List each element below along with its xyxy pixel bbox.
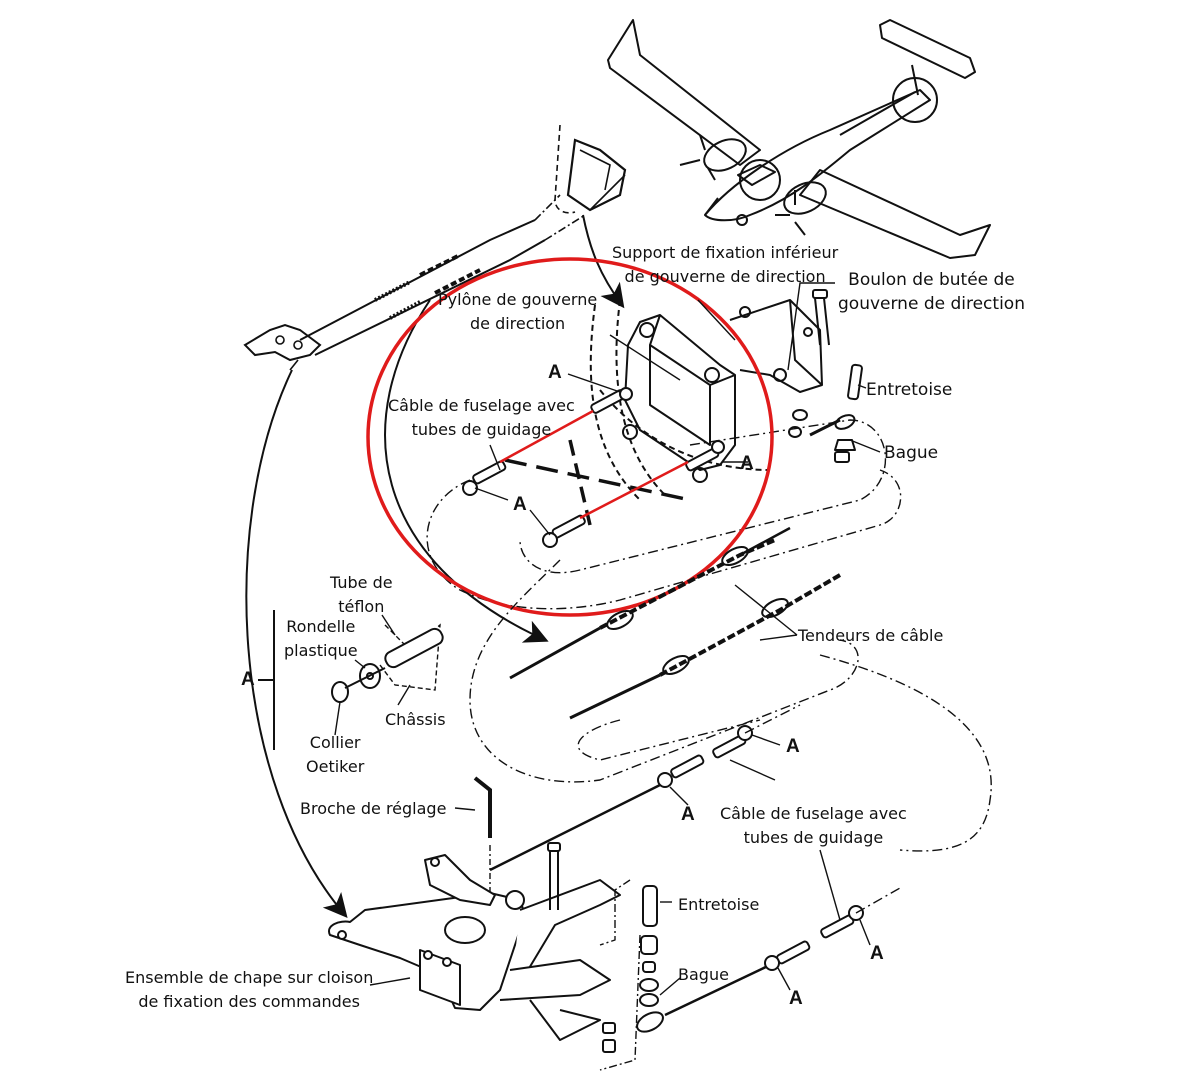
label-bague-bottom: Bague [678, 965, 729, 984]
callout-a: A [513, 494, 527, 515]
highlight-circle [366, 257, 774, 617]
callout-a: A [870, 943, 884, 964]
label-line: plastique [284, 641, 358, 660]
label-boulon-butee: Boulon de butée de gouverne de direction [838, 268, 1025, 316]
callout-a: A [681, 804, 695, 825]
label-line: Collier [309, 733, 361, 752]
callout-a: A [789, 988, 803, 1009]
label-tube-teflon: Tube de téflon [330, 571, 393, 619]
label-pylone: Pylône de gouverne de direction [438, 288, 597, 336]
guide-tubes-bottom [489, 704, 901, 1033]
label-line: Câble de fuselage avec [720, 804, 907, 823]
teflon-detail [258, 610, 444, 750]
label-bague-top: Bague [884, 443, 939, 463]
label-ensemble-chape: Ensemble de chape sur cloison de fixatio… [125, 966, 373, 1014]
label-line: gouverne de direction [838, 294, 1025, 314]
label-chassis: Châssis [385, 710, 446, 729]
leader-lines [334, 282, 881, 996]
label-cable-fuselage-bottom: Câble de fuselage avec tubes de guidage [720, 802, 907, 850]
label-line: Ensemble de chape sur cloison [125, 968, 374, 987]
label-line: Oetiker [306, 757, 365, 776]
label-rondelle: Rondelle plastique [284, 615, 358, 663]
label-line: Câble de fuselage avec [388, 396, 575, 415]
callout-a: A [740, 453, 754, 474]
label-line: téflon [338, 597, 385, 616]
label-entretoise-bottom: Entretoise [678, 895, 760, 914]
aircraft-illustration [607, 19, 991, 259]
label-line: de fixation des commandes [138, 992, 360, 1011]
label-collier: Collier Oetiker [306, 731, 364, 779]
label-line: tubes de guidage [411, 420, 552, 439]
label-line: Support de fixation inférieur [612, 243, 839, 262]
label-line: Tube de [330, 573, 393, 592]
label-line: de direction [469, 314, 566, 333]
label-cable-fuselage-top: Câble de fuselage avec tubes de guidage [388, 394, 575, 442]
label-line: Rondelle [286, 617, 356, 636]
callout-a: A [548, 362, 562, 383]
label-tendeurs: Tendeurs de câble [798, 626, 944, 645]
detail-group-label: A [241, 669, 255, 690]
label-line: Pylône de gouverne [438, 290, 598, 309]
label-line: Boulon de butée de [848, 270, 1015, 290]
highlighted-cables [499, 409, 689, 520]
turnbuckle-cables [469, 526, 992, 852]
rudder-pylon-assembly [426, 289, 902, 610]
adjustment-pin [473, 776, 492, 838]
label-line: de gouverne de direction [624, 267, 826, 286]
callout-a: A [786, 736, 800, 757]
cross-cable-lines [504, 439, 691, 526]
label-line: tubes de guidage [743, 828, 884, 847]
label-entretoise-top: Entretoise [866, 380, 953, 400]
bellcrank-assembly [328, 842, 659, 1071]
label-broche: Broche de réglage [300, 799, 447, 818]
upper-cable-run [243, 124, 627, 371]
label-support-fixation: Support de fixation inférieur de gouvern… [612, 241, 838, 289]
